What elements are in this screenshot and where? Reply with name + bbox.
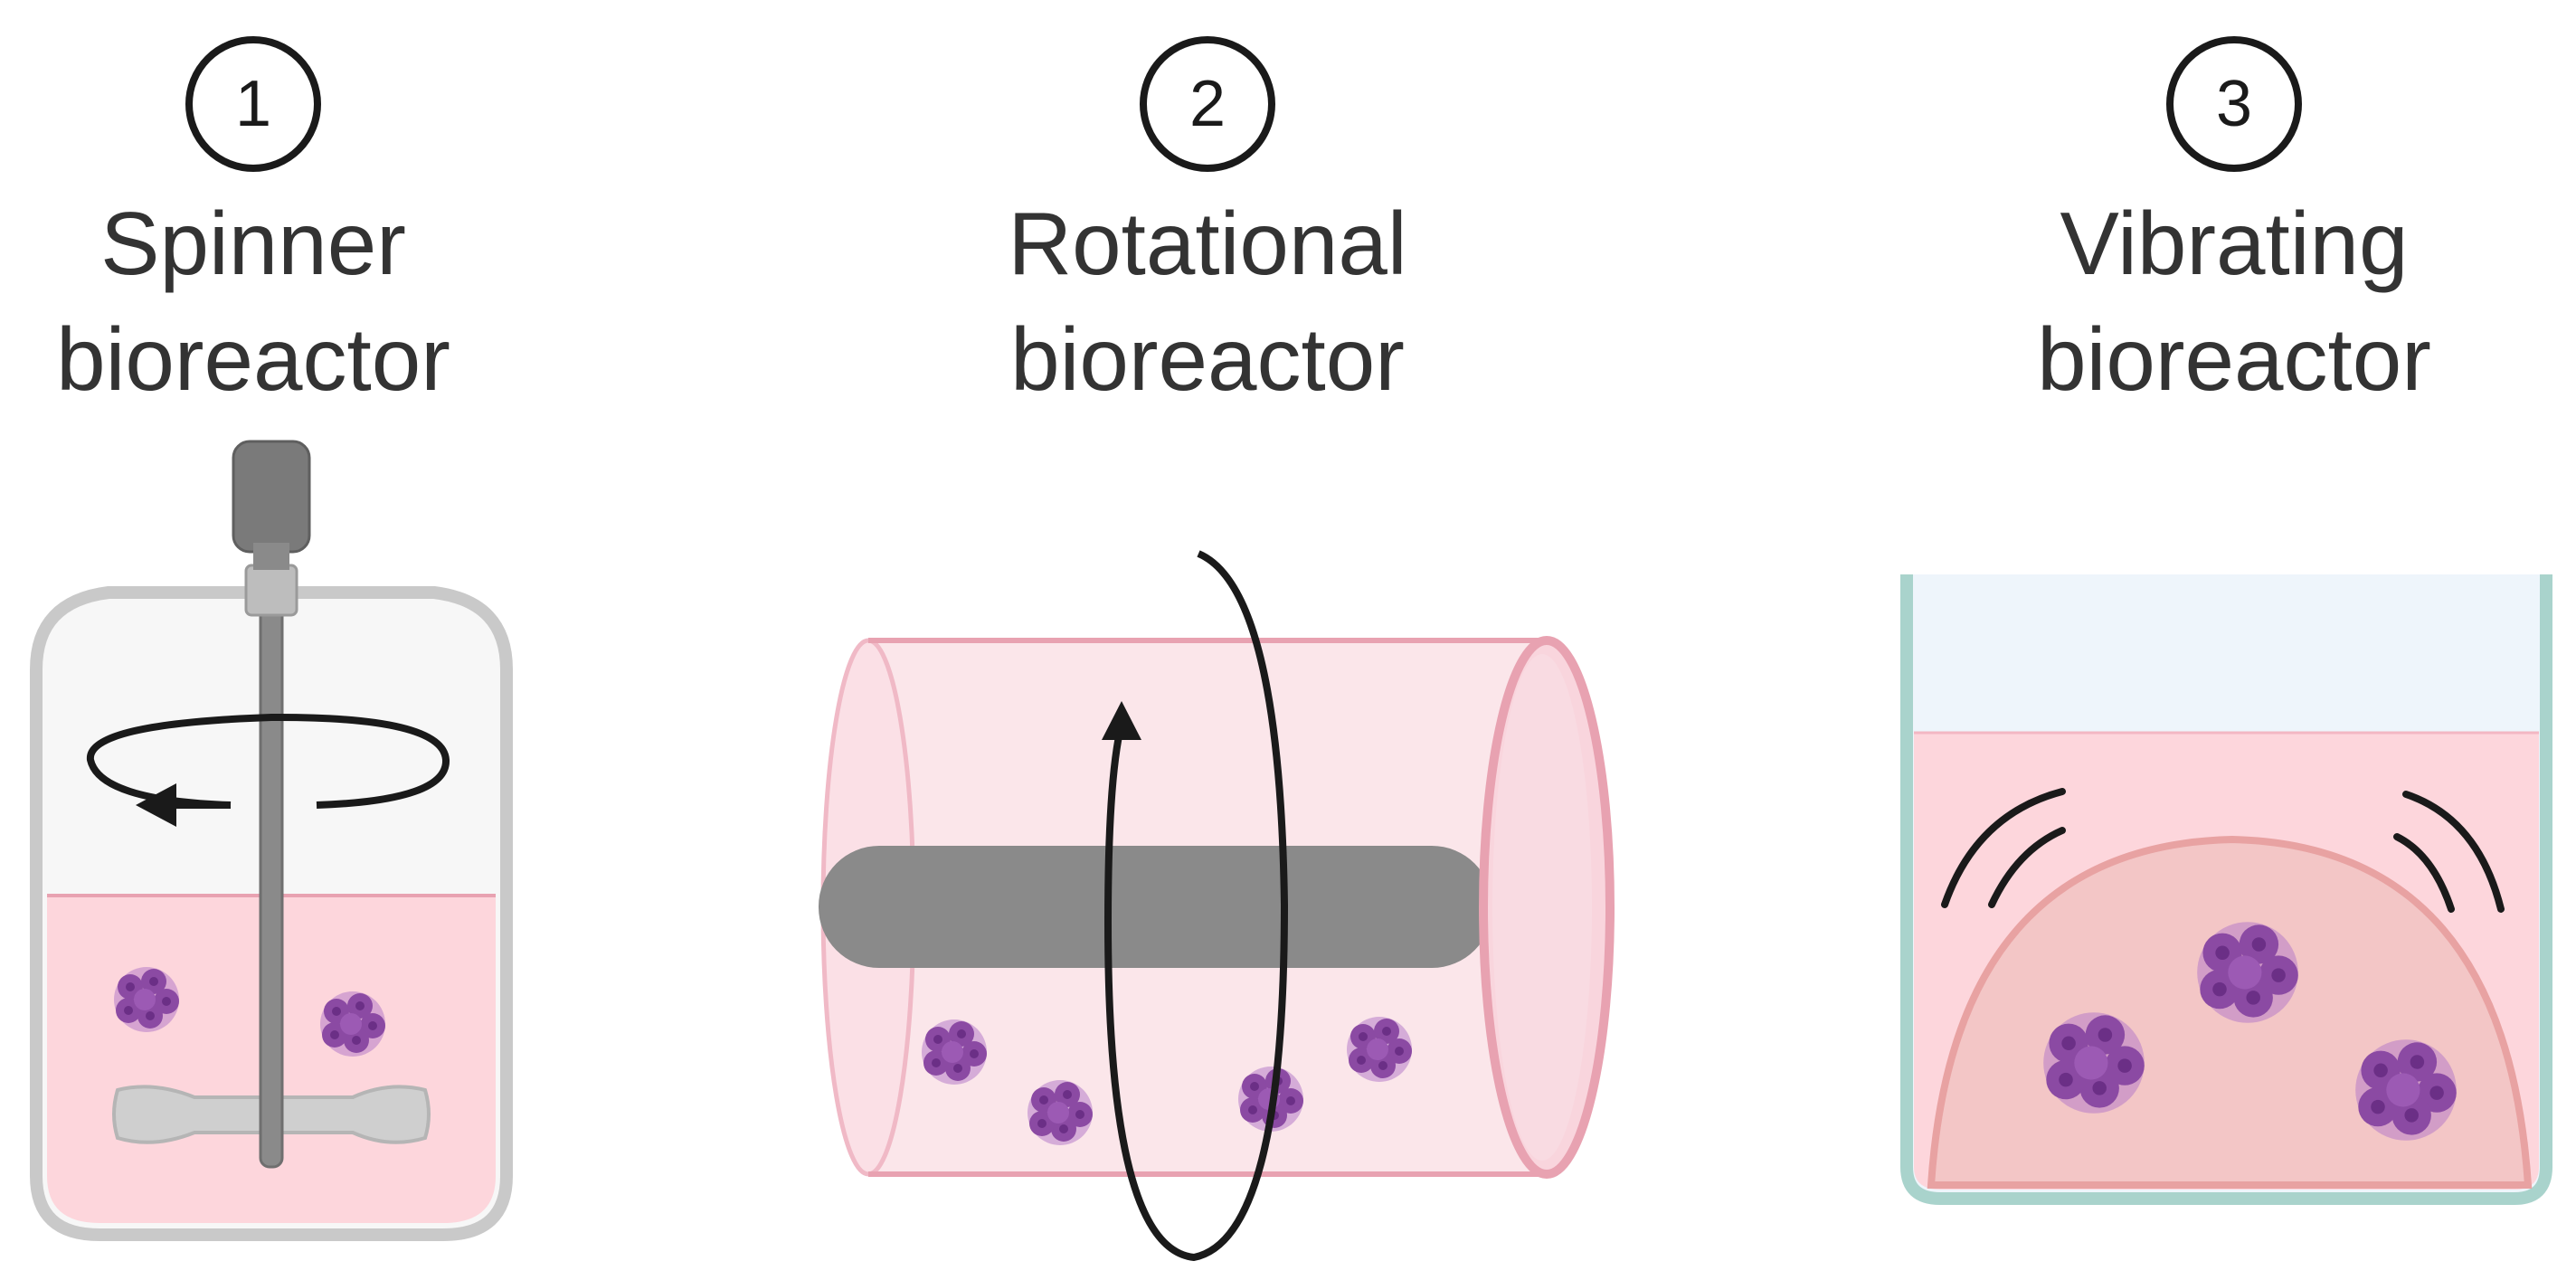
cell-cluster (1347, 1017, 1412, 1082)
panel-spinner: 1 Spinner bioreactor (0, 0, 660, 1280)
panel-3-title-line1: Vibrating (2060, 194, 2409, 293)
cell-cluster (922, 1019, 987, 1085)
cell-cluster (2197, 922, 2298, 1023)
panel-1-title-line2: bioreactor (56, 309, 450, 409)
panel-vibrating: 3 Vibrating bioreactor (1827, 0, 2576, 1280)
panel-2-title: Rotational bioreactor (800, 185, 1615, 417)
panel-rotational: 2 Rotational bioreactor (800, 0, 1615, 1280)
cell-cluster (320, 991, 385, 1057)
panel-3-title: Vibrating bioreactor (1827, 185, 2576, 417)
step-number-1-label: 1 (234, 68, 272, 140)
step-number-2: 2 (1140, 36, 1275, 172)
cell-cluster (114, 967, 179, 1032)
rotation-loop-icon (1102, 550, 1289, 1262)
panel-1-title-line1: Spinner (100, 194, 406, 293)
step-number-1: 1 (185, 36, 321, 172)
panel-3-title-line2: bioreactor (2037, 309, 2431, 409)
cell-cluster (1028, 1080, 1093, 1145)
step-number-3-label: 3 (2215, 68, 2253, 140)
cell-cluster (2355, 1039, 2457, 1141)
panel-2-title-line1: Rotational (1008, 194, 1407, 293)
panel-2-title-line2: bioreactor (1010, 309, 1405, 409)
stirrer-shaft (232, 440, 311, 1169)
step-number-2-label: 2 (1189, 68, 1226, 140)
vibration-lines-icon (1941, 788, 2505, 913)
cell-cluster (2043, 1012, 2145, 1114)
panel-1-title: Spinner bioreactor (0, 185, 660, 417)
rotation-arrow-icon (86, 713, 450, 827)
rotational-vessel (819, 636, 1615, 1179)
step-number-3: 3 (2166, 36, 2302, 172)
